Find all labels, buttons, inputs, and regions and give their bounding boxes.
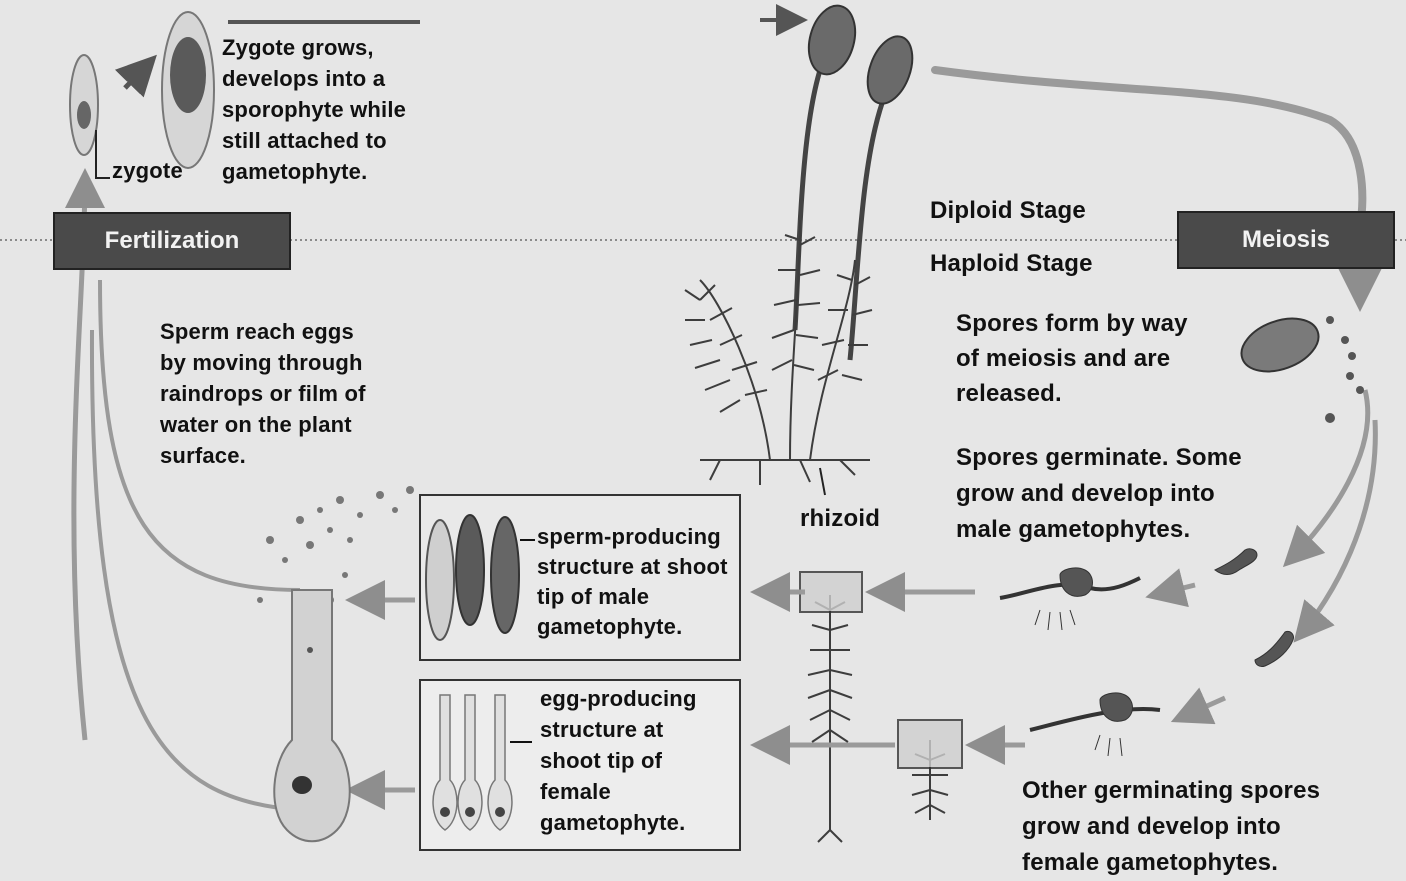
- cycle-arrow-right-lower: [1300, 420, 1375, 635]
- arrow-spores-to-male: [1155, 585, 1195, 595]
- label-zygote-growth: Zygote grows, develops into a sporophyte…: [222, 32, 406, 187]
- meiosis-box: Meiosis: [1177, 211, 1395, 269]
- label-diploid-stage: Diploid Stage: [930, 197, 1086, 225]
- arrow-zygote-to-sporophyte: [125, 62, 150, 88]
- label-sperm-structure: sperm-producing structure at shoot tip o…: [537, 522, 728, 642]
- label-egg-structure: egg-producing structure at shoot tip of …: [540, 683, 697, 838]
- young-sporophyte: [162, 12, 214, 168]
- sperm-cloud: [257, 486, 414, 604]
- label-female-gametophytes: Other germinating spores grow and develo…: [1022, 773, 1320, 881]
- fertilization-box: Fertilization: [53, 212, 291, 270]
- mature-gametophytes: [685, 220, 872, 485]
- label-zygote: zygote: [112, 158, 183, 184]
- zygote-cell: [70, 55, 110, 178]
- arrow-spores-to-female: [1180, 698, 1225, 718]
- label-spores-form: Spores form by way of meiosis and are re…: [956, 306, 1188, 411]
- label-sperm-reach-eggs: Sperm reach eggs by moving through raind…: [160, 316, 366, 471]
- female-gametophyte-plant: [898, 720, 962, 820]
- rhizoid-pointer: [820, 468, 825, 495]
- archegonium-with-egg: [274, 590, 349, 841]
- label-rhizoid: rhizoid: [800, 505, 880, 533]
- label-spores-germinate: Spores germinate. Some grow and develop …: [956, 440, 1242, 548]
- male-gametophyte-plant: [800, 572, 862, 842]
- label-haploid-stage: Haploid Stage: [930, 250, 1093, 278]
- capsule-releasing-spores: [1234, 309, 1364, 423]
- germinating-spores: [1000, 549, 1293, 756]
- sporophyte-capsules: [760, 0, 921, 360]
